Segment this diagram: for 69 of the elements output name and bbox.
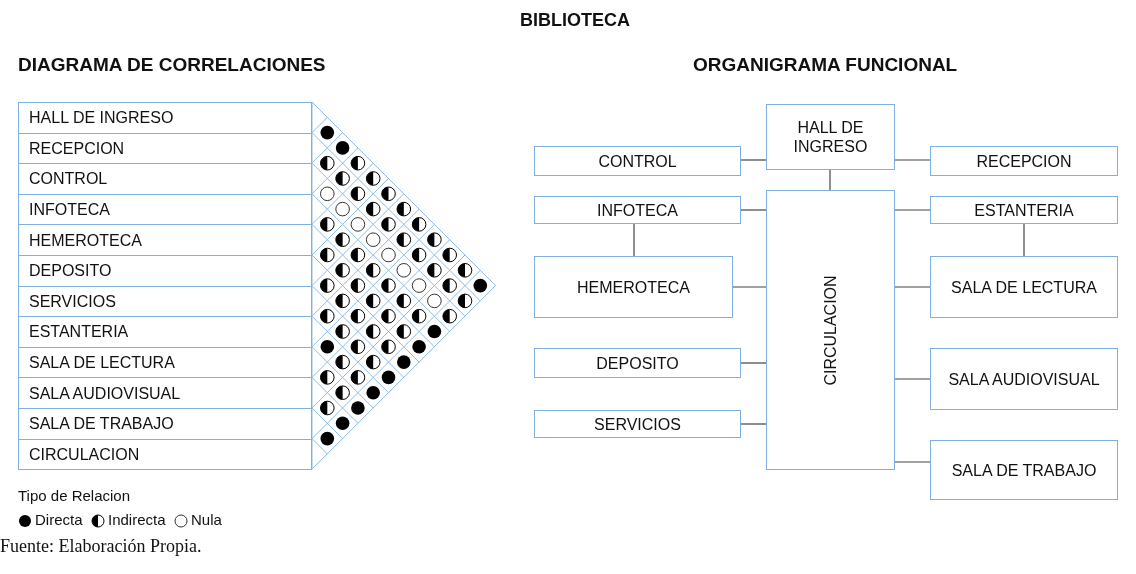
box-label: CONTROL (29, 169, 108, 189)
matrix-row-box (18, 346, 312, 379)
area-box (930, 196, 1118, 224)
connector-line (740, 423, 767, 425)
caption: Fuente: Elaboración Propia. (0, 536, 202, 557)
connector-line (1023, 223, 1025, 257)
connector-line (633, 223, 635, 257)
matrix-row-box (18, 408, 312, 440)
box-label: SERVICIOS (594, 414, 681, 434)
title: BIBLIOTECA (519, 10, 631, 31)
box-label: HALL DE INGRESO (792, 118, 869, 156)
matrix-row-box (18, 193, 312, 226)
area-box (930, 256, 1118, 318)
connector-line (894, 378, 931, 380)
section-heading: ORGANIGRAMA FUNCIONAL (693, 54, 958, 76)
area-box (930, 146, 1118, 176)
connector-line (894, 461, 931, 463)
legend-label: Indirecta (108, 511, 166, 528)
area-box (766, 104, 895, 170)
connector-line (829, 169, 831, 191)
box-label: CIRCULACION (29, 444, 140, 464)
connector-line (894, 209, 931, 211)
box-label: SALA DE TRABAJO (951, 460, 1097, 480)
box-label: HALL DE INGRESO (29, 108, 174, 128)
connector-line (740, 159, 767, 161)
matrix-row-box (18, 377, 312, 409)
matrix-row-box (18, 224, 312, 256)
box-label: SALA DE TRABAJO (29, 414, 174, 434)
box-label: DEPOSITO (29, 261, 112, 281)
box-label: CONTROL (598, 151, 677, 171)
section-heading: DIAGRAMA DE CORRELACIONES (18, 54, 326, 76)
box-label: HEMEROTECA (29, 230, 142, 250)
box-label: SALA DE LECTURA (29, 353, 175, 373)
area-box (534, 196, 741, 224)
matrix-row-box (18, 132, 312, 165)
box-label: INFOTECA (597, 200, 678, 220)
connector-line (740, 209, 767, 211)
box-label: CIRCULACION (821, 274, 840, 386)
box-label: INFOTECA (29, 200, 110, 220)
area-box (930, 440, 1118, 500)
box-label: DEPOSITO (596, 353, 679, 373)
connector-line (740, 362, 767, 364)
legend-label: Nula (191, 511, 222, 528)
connector-line (894, 286, 931, 288)
matrix-row-box (18, 163, 312, 195)
box-label: SALA AUDIOVISUAL (948, 369, 1100, 389)
box-label: RECEPCION (976, 151, 1072, 171)
box-label: HEMEROTECA (577, 277, 690, 297)
box-label: RECEPCION (29, 138, 125, 158)
connector-line (732, 286, 767, 288)
matrix-row-box (18, 285, 312, 318)
area-box (534, 256, 733, 318)
matrix-row-box (18, 438, 312, 471)
area-box (534, 146, 741, 176)
box-label: SALA DE LECTURA (951, 277, 1097, 297)
connector-line (894, 159, 931, 161)
box-label: ESTANTERIA (29, 322, 129, 342)
area-box (534, 410, 741, 438)
legend-heading: Tipo de Relacion (18, 487, 130, 504)
matrix-row-box (18, 255, 312, 287)
area-box (766, 190, 895, 470)
box-label: SALA AUDIOVISUAL (29, 383, 181, 403)
area-box (534, 348, 741, 378)
matrix-row-box (18, 102, 312, 134)
box-label: SERVICIOS (29, 291, 116, 311)
area-box (930, 348, 1118, 410)
box-label: ESTANTERIA (974, 200, 1074, 220)
legend-label: Directa (35, 511, 83, 528)
matrix-row-box (18, 316, 312, 348)
